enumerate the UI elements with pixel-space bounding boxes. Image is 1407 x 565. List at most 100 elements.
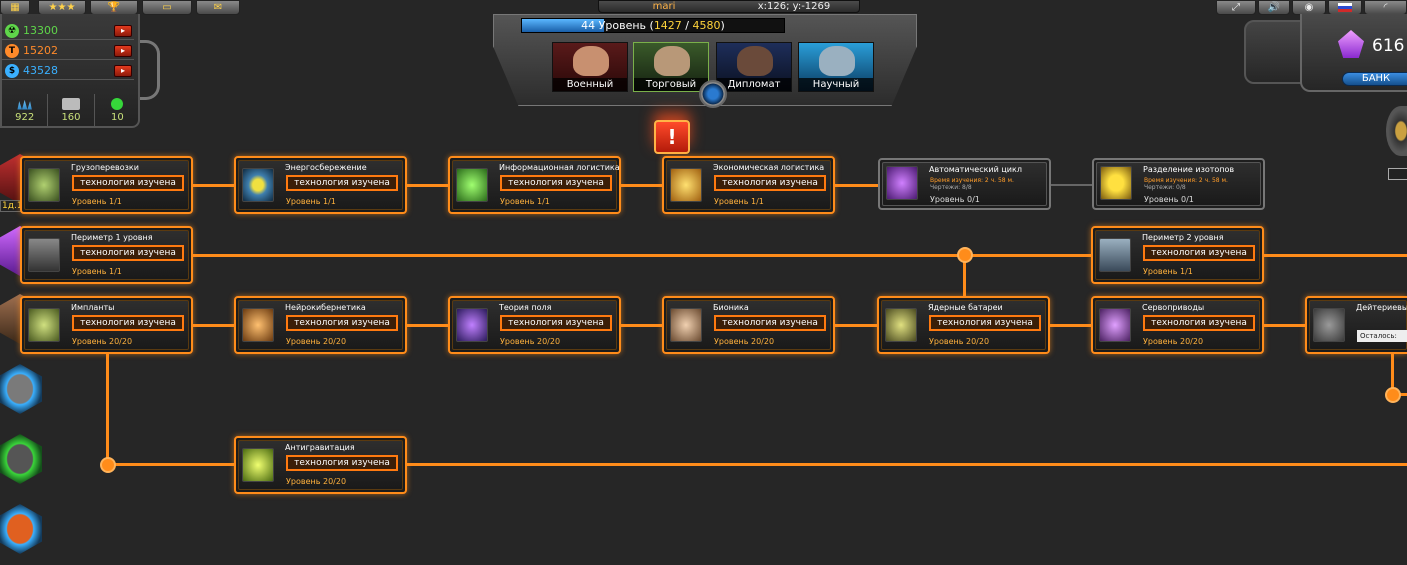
buy-resource-button[interactable]: ▸	[114, 24, 132, 37]
tech-status: технология изучена	[1143, 245, 1255, 261]
tech-card[interactable]: Ядерные батареи технология изучена Урове…	[877, 296, 1050, 354]
stat-population[interactable]: 922	[2, 94, 49, 126]
connector-line	[1047, 184, 1095, 186]
machinery-decoration	[1244, 20, 1304, 84]
side-widget-tab[interactable]	[1388, 168, 1407, 180]
side-widget[interactable]	[1386, 106, 1407, 156]
buy-resource-button[interactable]: ▸	[114, 64, 132, 77]
category-chip[interactable]	[0, 364, 42, 414]
grid-icon: ▦	[10, 2, 20, 13]
tech-name: Периметр 1 уровня	[71, 233, 153, 242]
advisor-diplomat[interactable]: Дипломат	[716, 42, 792, 92]
tech-card[interactable]: Теория поля технология изучена Уровень 2…	[448, 296, 621, 354]
resource-value: 15202	[23, 44, 58, 57]
tech-icon-servo	[1099, 308, 1131, 342]
energy-icon	[111, 97, 124, 110]
buy-resource-button[interactable]: ▸	[114, 44, 132, 57]
tech-icon-cargo	[28, 168, 60, 202]
view-button[interactable]: ◉	[1292, 0, 1326, 15]
connector-line	[190, 324, 236, 327]
connector-line	[405, 463, 1407, 466]
tech-card[interactable]: Энергосбережение технология изучена Уров…	[234, 156, 407, 214]
stat-storage[interactable]: 160	[48, 94, 95, 126]
tech-card[interactable]: Дейтериевый Осталось:	[1305, 296, 1407, 354]
speaker-icon: 🔊	[1267, 2, 1281, 13]
tech-card[interactable]: Информационная логистика технология изуч…	[448, 156, 621, 214]
storage-icon	[61, 97, 80, 110]
tech-level: Уровень 20/20	[714, 337, 775, 346]
tech-card[interactable]: Бионика технология изучена Уровень 20/20	[662, 296, 835, 354]
tech-icon-antigravity	[242, 448, 274, 482]
tech-card[interactable]: Грузоперевозки технология изучена Уровен…	[20, 156, 193, 214]
tech-name: Информационная логистика	[499, 163, 620, 172]
credits-icon: $	[5, 63, 19, 78]
connector-node	[100, 457, 116, 473]
tech-card[interactable]: Периметр 2 уровня технология изучена Уро…	[1091, 226, 1264, 284]
resource-value: 13300	[23, 24, 58, 37]
tech-card-locked[interactable]: Автоматический цикл Время изучения: 2 ч.…	[878, 158, 1051, 210]
advisor-label: Научный	[799, 78, 873, 91]
tech-card[interactable]: Импланты технология изучена Уровень 20/2…	[20, 296, 193, 354]
radiation-icon: ☢	[5, 23, 19, 38]
tech-level: Уровень 20/20	[929, 337, 990, 346]
player-bar: mari x:126; y:-1269	[598, 0, 860, 13]
stat-energy[interactable]: 10	[95, 94, 140, 126]
settings-button[interactable]: ◜	[1364, 0, 1407, 15]
tech-card[interactable]: Сервоприводы технология изучена Уровень …	[1091, 296, 1264, 354]
tech-name: Автоматический цикл	[929, 165, 1022, 174]
connector-line	[1262, 254, 1407, 257]
advisor-settings-icon[interactable]	[699, 80, 727, 108]
tech-card[interactable]: Периметр 1 уровня технология изучена Уро…	[20, 226, 193, 284]
xp-current: 1427	[653, 19, 682, 32]
tech-status: технология изучена	[72, 315, 184, 331]
tickets-button[interactable]: ▭	[142, 0, 192, 15]
resources-panel: ☢ 13300 ▸ T 15202 ▸ $ 43528 ▸ 922 160 10	[0, 14, 140, 128]
advisor-portrait	[819, 46, 855, 76]
tech-level: Уровень 1/1	[500, 197, 550, 206]
menu-button[interactable]: ▦	[0, 0, 30, 15]
tech-name: Нейрокибернетика	[285, 303, 366, 312]
connector-line	[190, 184, 236, 187]
flag-icon	[1338, 3, 1352, 12]
tech-status: технология изучена	[72, 175, 184, 191]
connector-line	[833, 324, 881, 327]
category-armor[interactable]	[0, 434, 42, 484]
category-weapon[interactable]	[0, 504, 42, 554]
advisor-portrait	[654, 46, 690, 76]
tech-status: технология изучена	[286, 455, 398, 471]
tech-card-locked[interactable]: Разделение изотопов Время изучения: 2 ч.…	[1092, 158, 1265, 210]
rating-button[interactable]: ★★★	[38, 0, 86, 15]
fullscreen-button[interactable]: ⤢	[1216, 0, 1256, 15]
connector-line	[1047, 324, 1095, 327]
alert-button[interactable]: !	[654, 120, 690, 154]
tech-icon-perimeter	[28, 238, 60, 272]
bank-button[interactable]: БАНК	[1342, 72, 1407, 86]
advisor-military[interactable]: Военный	[552, 42, 628, 92]
trophy-button[interactable]: 🏆	[90, 0, 138, 15]
tech-name: Экономическая логистика	[713, 163, 825, 172]
connector-node	[957, 247, 973, 263]
tech-card[interactable]: Нейрокибернетика технология изучена Уров…	[234, 296, 407, 354]
tech-icon-energy	[242, 168, 274, 202]
language-button[interactable]	[1328, 0, 1362, 15]
connector-line	[1262, 324, 1308, 327]
tech-card[interactable]: Антигравитация технология изучена Уровен…	[234, 436, 407, 494]
advisor-trade[interactable]: Торговый	[633, 42, 709, 92]
resource-value: 43528	[23, 64, 58, 77]
sound-button[interactable]: 🔊	[1258, 0, 1290, 15]
fullscreen-icon: ⤢	[1232, 2, 1240, 13]
signal-icon: ◜	[1383, 2, 1388, 13]
tech-time: Время изучения: 2 ч. 58 м.	[1144, 177, 1228, 184]
advisor-portrait	[737, 46, 773, 76]
tech-level: Уровень 1/1	[714, 197, 764, 206]
coordinates: x:126; y:-1269	[757, 1, 831, 12]
tech-level: Уровень 20/20	[72, 337, 133, 346]
tech-card[interactable]: Экономическая логистика технология изуче…	[662, 156, 835, 214]
advisor-portrait	[573, 46, 609, 76]
stars-icon: ★★★	[48, 2, 76, 13]
mail-button[interactable]: ✉	[196, 0, 240, 15]
tech-name: Дейтериевый	[1356, 303, 1407, 312]
advisor-science[interactable]: Научный	[798, 42, 874, 92]
tech-level: Уровень 0/1	[930, 195, 980, 204]
connector-line	[619, 324, 665, 327]
